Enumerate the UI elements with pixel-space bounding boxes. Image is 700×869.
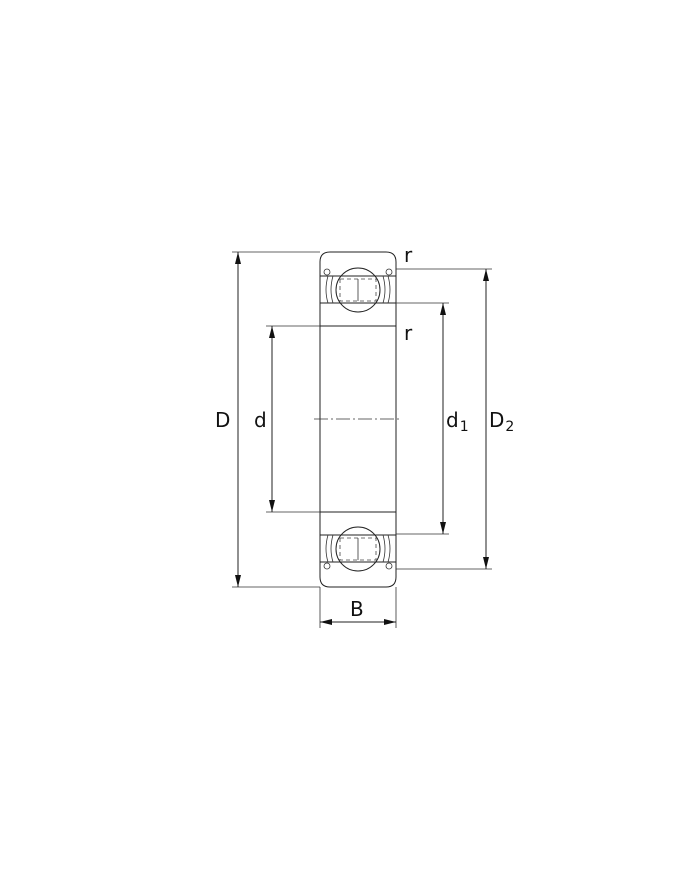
label-r-top: r [404, 243, 413, 267]
bearing-section-top [319, 251, 397, 327]
label-d: d [254, 408, 267, 432]
label-D2: D2 [489, 408, 514, 435]
label-D: D [215, 408, 230, 432]
label-d1: d1 [446, 408, 469, 435]
ball-top [335, 267, 381, 313]
bearing-section-bottom [319, 511, 397, 588]
ball-bottom [335, 526, 381, 572]
label-r-inner: r [404, 321, 413, 345]
label-B: B [350, 597, 364, 621]
